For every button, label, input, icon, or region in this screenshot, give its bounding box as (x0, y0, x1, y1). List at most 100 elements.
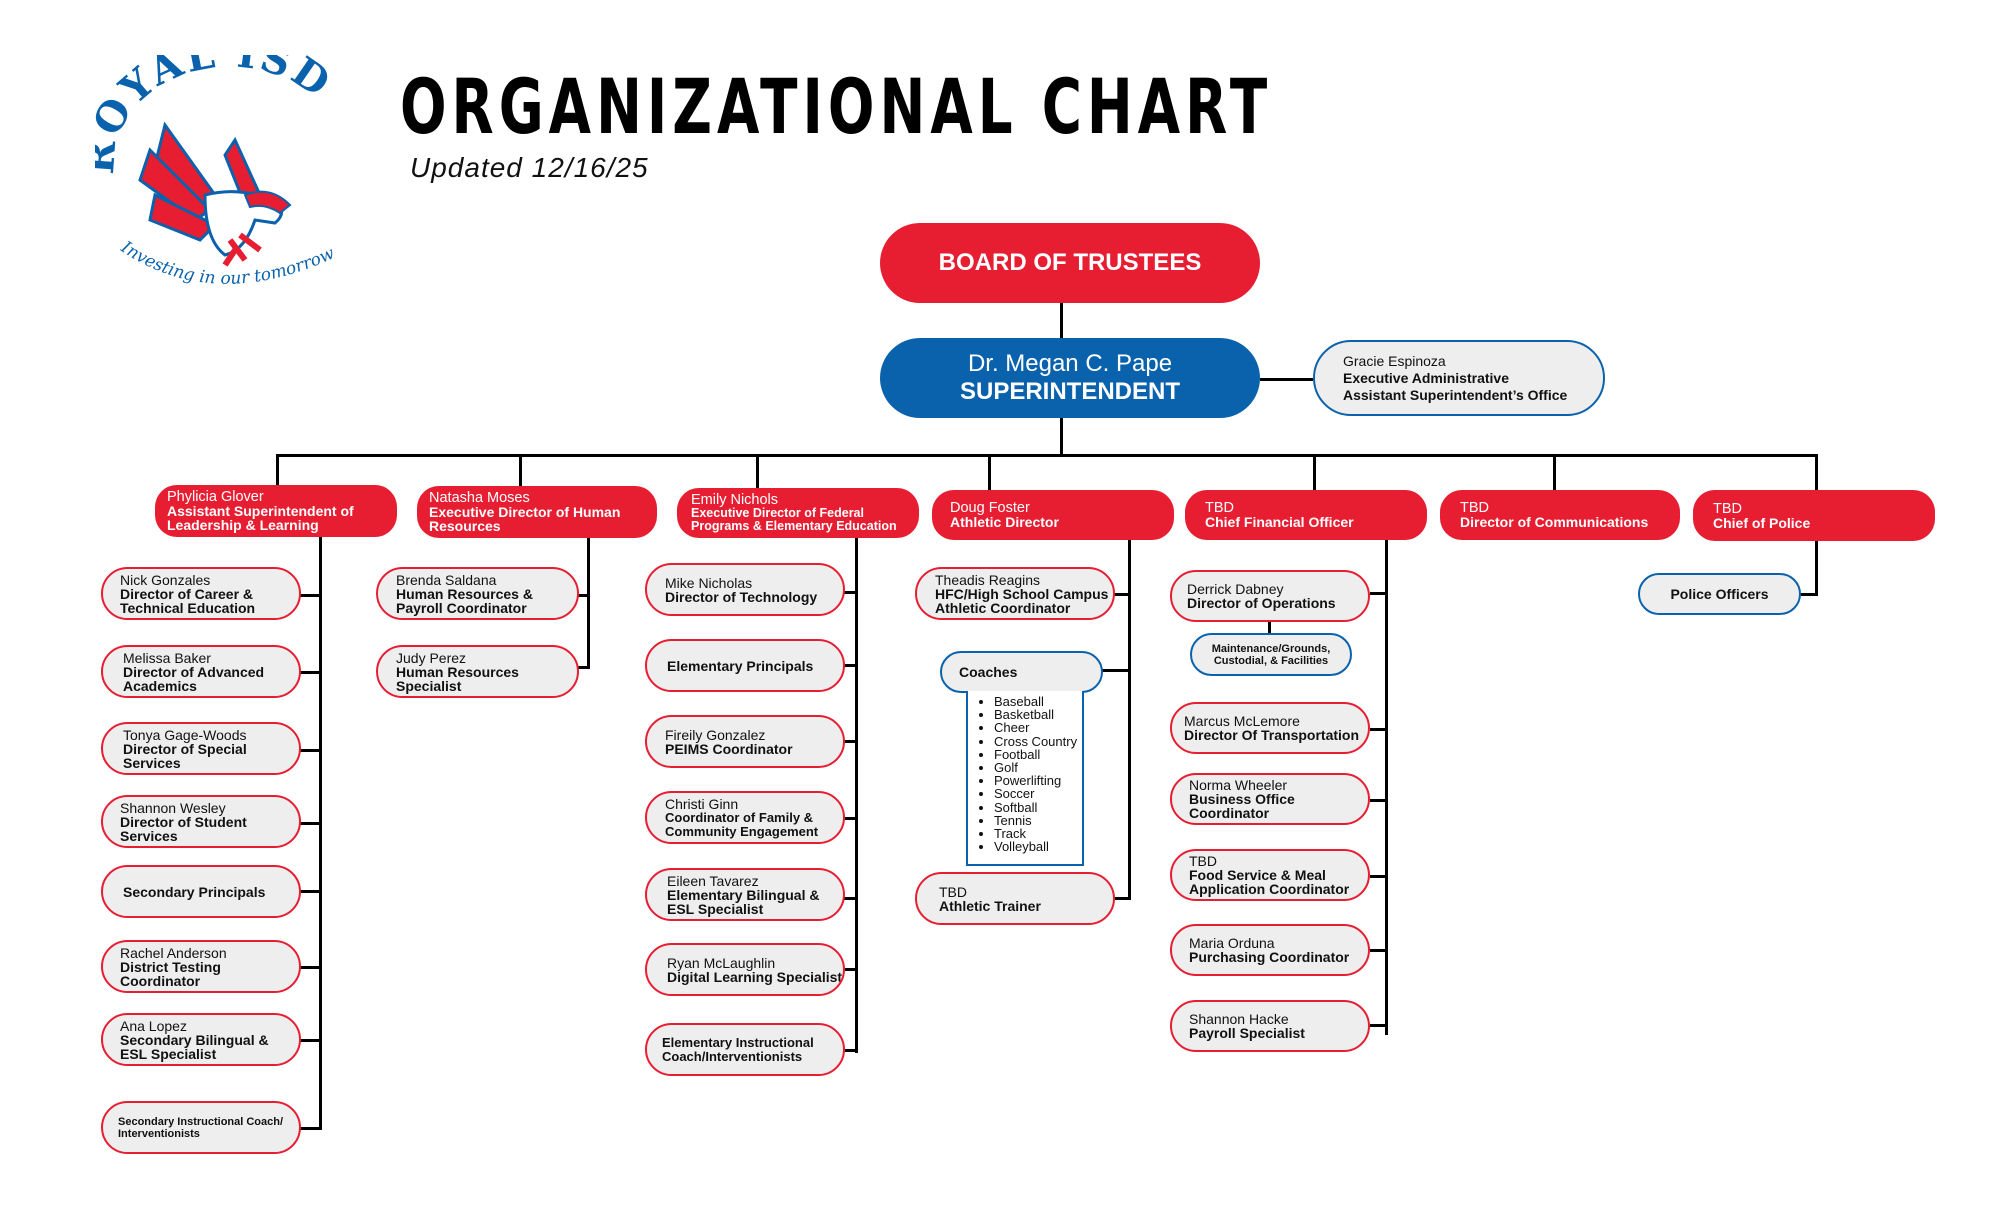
connector-tick (300, 1127, 320, 1130)
connector-tick (844, 968, 856, 971)
sport-item: Soccer (994, 787, 1082, 800)
connector-tick (300, 822, 320, 825)
report-box: Ana Lopez Secondary Bilingual & ESL Spec… (101, 1013, 301, 1066)
report-role: Secondary Bilingual & ESL Specialist (120, 1031, 269, 1062)
board-label: BOARD OF TRUSTEES (938, 249, 1202, 276)
report-name: Christi Ginn (665, 795, 739, 812)
report-name: Derrick Dabney (1187, 581, 1284, 597)
report-name: Rachel Anderson (120, 944, 227, 961)
connector-tick (300, 1039, 320, 1042)
dept-header-federal-programs: Emily Nichols Executive Director of Fede… (677, 488, 919, 538)
connector-tick (844, 664, 856, 667)
sport-item: Cross Country (994, 734, 1082, 747)
connector-tick (300, 594, 320, 597)
report-box: Judy Perez Human Resources Specialist (376, 645, 579, 698)
report-name: Fireily Gonzalez (665, 726, 766, 743)
dept-head-name: TBD (1205, 500, 1234, 516)
report-box: Melissa Baker Director of Advanced Acade… (101, 645, 301, 698)
police-officers-box: Police Officers (1638, 573, 1801, 615)
report-role: Food Service & Meal Application Coordina… (1189, 867, 1350, 897)
connector-tick (1370, 949, 1386, 952)
report-role: Secondary Principals (123, 883, 266, 900)
connector-drop (756, 454, 759, 489)
report-box: Maria Orduna Purchasing Coordinator (1170, 924, 1370, 976)
dept-header-cfo: TBD Chief Financial Officer (1185, 490, 1427, 540)
dept-header-hr: Natasha Moses Executive Director of Huma… (417, 486, 657, 538)
connector-tick (1102, 669, 1130, 672)
connector-tick (300, 671, 320, 674)
connector-tick (844, 817, 856, 820)
connector-tick (300, 890, 320, 893)
connector-drop (1553, 454, 1556, 492)
sport-item: Basketball (994, 708, 1082, 721)
report-role: Athletic Trainer (939, 897, 1041, 914)
report-box: Norma Wheeler Business Office Coordinato… (1170, 773, 1370, 825)
report-role: Purchasing Coordinator (1189, 949, 1350, 965)
report-name: Marcus McLemore (1184, 713, 1300, 729)
report-name: Shannon Wesley (120, 799, 226, 816)
report-box: Secondary Instructional Coach/ Intervent… (101, 1101, 301, 1154)
connector-vertical (319, 537, 322, 1130)
operations-sub-box: Maintenance/Grounds, Custodial, & Facili… (1190, 633, 1352, 676)
assistant-role-line1: Executive Administrative (1343, 369, 1509, 386)
board-of-trustees-box: BOARD OF TRUSTEES (880, 223, 1260, 303)
report-name: Maria Orduna (1189, 935, 1275, 951)
sports-list: BaseballBasketballCheerCross CountryFoot… (976, 695, 1082, 854)
page-title: ORGANIZATIONAL CHART (400, 62, 1273, 151)
report-role: PEIMS Coordinator (665, 740, 793, 757)
report-box: Christi Ginn Coordinator of Family & Com… (645, 791, 845, 844)
dept-head-name: TBD (1713, 500, 1742, 517)
report-role: Coordinator of Family & Community Engage… (665, 809, 819, 839)
report-role: District Testing Coordinator (120, 958, 221, 989)
report-name: Tonya Gage-Woods (123, 726, 247, 743)
report-name: Melissa Baker (123, 649, 211, 666)
sport-item: Volleyball (994, 840, 1082, 853)
superintendent-name: Dr. Megan C. Pape (967, 350, 1173, 377)
report-role: HFC/High School Campus Athletic Coordina… (935, 585, 1109, 616)
connector-tick (1370, 1024, 1386, 1027)
connector-tick (844, 897, 856, 900)
logo-arc-text: ROYAL ISD (76, 30, 338, 176)
connector-tick (577, 666, 589, 669)
operations-sub-label: Maintenance/Grounds, Custodial, & Facili… (1211, 642, 1331, 667)
sport-item: Powerlifting (994, 774, 1082, 787)
dept-head-name: Doug Foster (950, 500, 1030, 516)
report-name: Brenda Saldana (396, 571, 497, 588)
report-role: Director of Career & Technical Education (120, 585, 256, 616)
connector-supt-assistant (1260, 378, 1313, 381)
report-name: Shannon Hacke (1189, 1011, 1289, 1027)
sport-item: Track (994, 827, 1082, 840)
superintendent-role: SUPERINTENDENT (959, 378, 1181, 405)
report-name: Nick Gonzales (120, 571, 211, 588)
report-box: Eileen Tavarez Elementary Bilingual & ES… (645, 868, 845, 921)
connector-vertical (1385, 540, 1388, 1035)
superintendent-box: Dr. Megan C. Pape SUPERINTENDENT (880, 338, 1260, 418)
connector-tick (1370, 875, 1386, 878)
connector-drop (519, 454, 522, 488)
sport-item: Softball (994, 800, 1082, 813)
connector-vertical (1128, 540, 1131, 900)
dept-header-police: TBD Chief of Police (1693, 490, 1935, 541)
connector-vertical (855, 538, 858, 1053)
sport-item: Tennis (994, 814, 1082, 827)
coaches-box: Coaches (940, 651, 1103, 693)
connector-tick (300, 966, 320, 969)
dept-head-role: Chief Financial Officer (1205, 514, 1354, 530)
connector-tick (1799, 593, 1818, 596)
dept-head-role: Assistant Superintendent of Leadership &… (167, 503, 354, 533)
sport-item: Cheer (994, 721, 1082, 734)
report-box: Marcus McLemore Director Of Transportati… (1170, 702, 1370, 754)
report-box: Shannon Hacke Payroll Specialist (1170, 1000, 1370, 1052)
coaches-sports-list: BaseballBasketballCheerCross CountryFoot… (966, 691, 1084, 866)
connector-tick (844, 740, 856, 743)
connector-tick (844, 1049, 856, 1052)
report-name: Judy Perez (396, 649, 467, 666)
report-role: Director of Operations (1187, 595, 1336, 611)
report-box: Mike Nicholas Director of Technology (645, 563, 845, 616)
dept-head-name: Emily Nichols (691, 492, 779, 508)
report-box: TBD Food Service & Meal Application Coor… (1170, 849, 1370, 901)
report-role: Director of Student Services (120, 813, 247, 844)
report-name: Ryan McLaughlin (667, 954, 776, 971)
report-name: Mike Nicholas (665, 574, 753, 591)
report-name: TBD (1189, 853, 1217, 869)
